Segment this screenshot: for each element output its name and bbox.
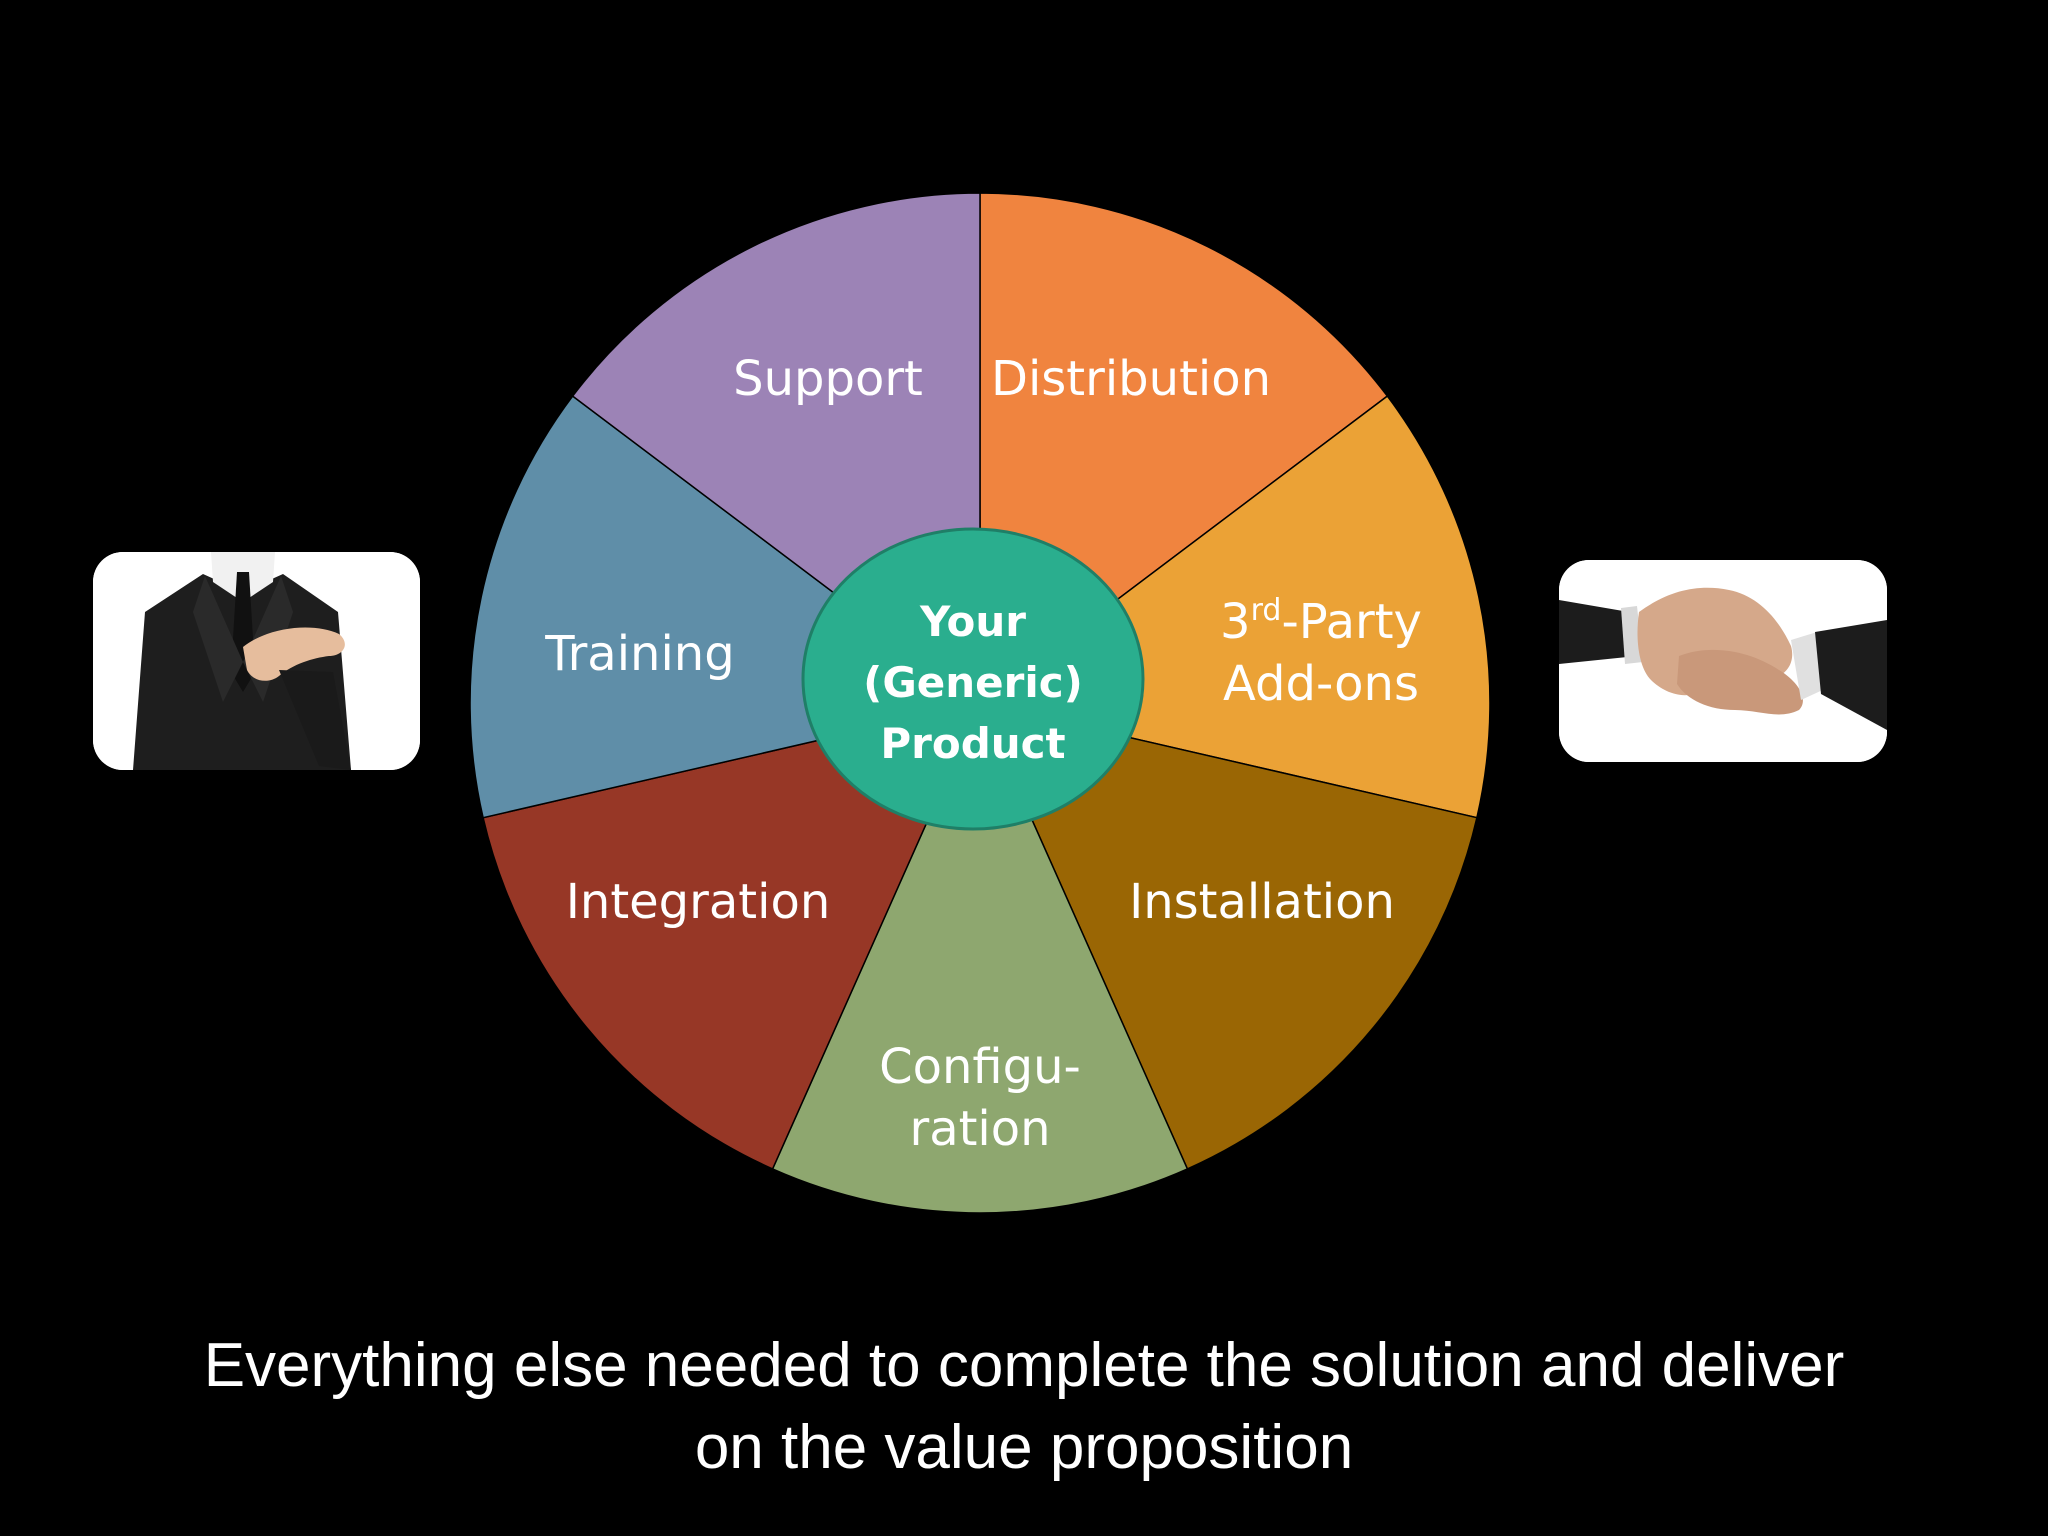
caption-line-2: on the value proposition bbox=[694, 1413, 1354, 1482]
installation-segment bbox=[978, 701, 1478, 1170]
center-product-circle bbox=[801, 527, 1145, 831]
integration-segment bbox=[482, 701, 982, 1170]
center-label-line-3: Product bbox=[880, 719, 1065, 768]
configuration-label-line-2: ration bbox=[909, 1101, 1050, 1157]
center-label-line-1: Your bbox=[919, 597, 1026, 646]
configuration-segment bbox=[771, 701, 1189, 1214]
caption-line-1: Everything else needed to complete the s… bbox=[203, 1331, 1845, 1400]
segment-labels: Support Distribution 3rd-Party Add-ons T… bbox=[544, 351, 1422, 1157]
businessman-hand-on-heart-icon bbox=[93, 552, 420, 770]
third-party-label-line-2: Add-ons bbox=[1223, 656, 1419, 712]
integration-label: Integration bbox=[566, 874, 831, 930]
third-party-label-line-1: 3rd-Party bbox=[1220, 593, 1422, 650]
handshake-icon bbox=[1559, 560, 1887, 762]
installation-label: Installation bbox=[1129, 874, 1395, 930]
handshake-photo bbox=[1559, 560, 1887, 762]
center-label-line-2: (Generic) bbox=[863, 658, 1083, 707]
support-label: Support bbox=[733, 351, 923, 407]
businessman-photo bbox=[93, 552, 420, 770]
training-label: Training bbox=[544, 626, 734, 682]
distribution-label: Distribution bbox=[991, 351, 1271, 407]
configuration-label-line-1: Configu- bbox=[879, 1039, 1081, 1095]
center-hub: Your (Generic) Product bbox=[801, 527, 1145, 831]
caption: Everything else needed to complete the s… bbox=[0, 1325, 2048, 1489]
